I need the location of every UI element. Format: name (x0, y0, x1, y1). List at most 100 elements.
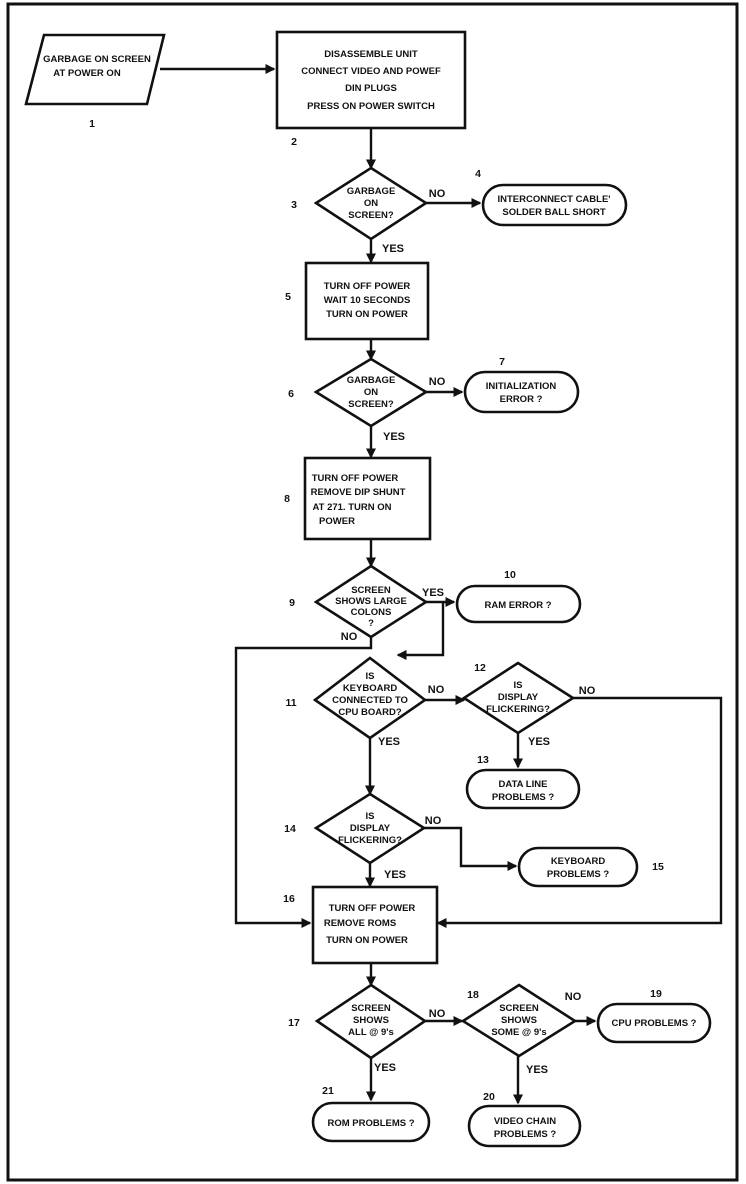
label-no-12: NO (579, 685, 596, 697)
terminal-15 (517, 846, 639, 888)
node-11-line-1: IS (366, 671, 375, 682)
node-14-line-1: IS (366, 811, 375, 822)
node-17-line-2: SHOWS (353, 1015, 389, 1026)
node-6-line-1: GARBAGE (347, 375, 396, 386)
decision-diamond-3 (313, 166, 429, 241)
step-number-14: 14 (284, 823, 296, 835)
step-number-3: 3 (291, 199, 297, 211)
node-11-line-4: CPU BOARD? (338, 707, 402, 718)
node-8-line-2: REMOVE DIP SHUNT (311, 487, 406, 498)
node-3-line-2: ON (364, 198, 378, 209)
decision-diamond-6 (313, 357, 429, 428)
node-11-line-2: KEYBOARD (343, 683, 398, 694)
terminal-19 (596, 1002, 712, 1044)
step-number-11: 11 (285, 697, 296, 709)
node-9-line-3: COLONS (351, 607, 392, 618)
process-box-2 (275, 30, 467, 130)
node-14-line-3: FLICKERING? (338, 835, 402, 846)
node-5-line-2: WAIT 10 SECONDS (324, 295, 411, 306)
node-20-line-1: VIDEO CHAIN (494, 1116, 556, 1127)
label-no-17: NO (429, 1008, 446, 1020)
start-parallelogram (24, 33, 166, 106)
edge-12-16 (436, 696, 723, 928)
step-number-13: 13 (477, 754, 489, 766)
node-2-line-3: DIN PLUGS (345, 83, 397, 94)
node-1-line-1: GARBAGE ON SCREEN (43, 54, 151, 65)
node-8-line-3: AT 271. TURN ON (312, 502, 391, 513)
label-yes-18: YES (526, 1064, 548, 1076)
node-15-line-1: KEYBOARD (551, 856, 606, 867)
node-2-line-4: PRESS ON POWER SWITCH (307, 101, 435, 112)
edge-labels: NO YES NO YES YES NO NO NO YES YES NO YE… (341, 188, 596, 1076)
node-1-line-2: AT POWER ON (53, 68, 121, 79)
label-no-18: NO (565, 991, 582, 1003)
step-number-20: 20 (483, 1091, 495, 1103)
terminal-20 (467, 1104, 582, 1148)
decision-diamond-11 (312, 656, 428, 740)
label-yes-17: YES (374, 1062, 396, 1074)
node-4-line-2: SOLDER BALL SHORT (502, 207, 605, 218)
label-yes-12: YES (528, 736, 550, 748)
node-18-line-2: SHOWS (501, 1015, 537, 1026)
step-number-6: 6 (288, 388, 294, 400)
node-21-line-1: ROM PROBLEMS ? (327, 1118, 414, 1129)
step-number-16: 16 (283, 893, 295, 905)
node-19-line-1: CPU PROBLEMS ? (612, 1018, 697, 1029)
node-9-line-1: SCREEN (351, 585, 391, 596)
node-16-line-2: REMOVE ROMS (324, 918, 396, 929)
node-4-line-1: INTERCONNECT CABLE' (497, 194, 610, 205)
label-yes-9: YES (422, 587, 444, 599)
step-number-9: 9 (289, 597, 295, 609)
step-number-10: 10 (504, 569, 516, 581)
step-number-4: 4 (475, 168, 481, 180)
node-12-line-3: FLICKERING? (486, 704, 550, 715)
node-2-line-1: DISASSEMBLE UNIT (324, 49, 418, 60)
terminal-10 (455, 584, 582, 624)
node-text: GARBAGE ON SCREEN AT POWER ON DISASSEMBL… (43, 49, 697, 1140)
terminal-4 (481, 183, 628, 227)
edge-9-11 (396, 602, 445, 660)
decision-diamond-14 (313, 792, 427, 865)
decision-diamond-12 (461, 661, 576, 735)
label-no-14: NO (425, 815, 442, 827)
node-2-line-2: CONNECT VIDEO AND POWEF (301, 66, 441, 77)
edges (160, 64, 723, 1105)
step-number-5: 5 (285, 291, 291, 303)
node-shapes (24, 30, 712, 1148)
step-number-15: 15 (652, 861, 664, 873)
page-border (6, 2, 739, 1182)
decision-diamond-17 (314, 983, 428, 1060)
node-18-line-3: SOME @ 9's (491, 1027, 546, 1038)
edge-9-16 (234, 637, 373, 928)
terminal-7 (463, 370, 580, 414)
node-13-line-1: DATA LINE (499, 779, 548, 790)
process-box-16 (311, 885, 439, 965)
step-number-1: 1 (89, 118, 95, 130)
step-number-19: 19 (650, 988, 662, 1000)
node-18-line-1: SCREEN (499, 1003, 539, 1014)
node-16-line-3: TURN ON POWER (326, 935, 408, 946)
node-10-line-1: RAM ERROR ? (484, 600, 551, 611)
node-7-line-1: INITIALIZATION (486, 381, 557, 392)
step-numbers: 1 2 3 4 5 6 7 8 9 10 11 12 13 14 15 16 1… (89, 118, 664, 1103)
node-9-line-4: ? (368, 618, 374, 629)
node-8-line-1: TURN OFF POWER (312, 473, 399, 484)
node-8-line-4: POWER (319, 516, 355, 527)
node-6-line-2: ON (364, 387, 378, 398)
node-5-line-1: TURN OFF POWER (324, 281, 411, 292)
node-6-line-3: SCREEN? (348, 399, 394, 410)
node-16-line-1: TURN OFF POWER (329, 903, 416, 914)
label-yes-6: YES (383, 431, 405, 443)
step-number-7: 7 (499, 356, 505, 368)
edge-14-15 (424, 826, 518, 871)
node-20-line-2: PROBLEMS ? (494, 1129, 556, 1140)
terminal-13 (465, 768, 581, 810)
node-15-line-2: PROBLEMS ? (547, 869, 609, 880)
step-number-2: 2 (291, 136, 297, 148)
decision-diamond-18 (460, 983, 578, 1058)
label-yes-11: YES (378, 736, 400, 748)
label-no-3: NO (429, 188, 446, 200)
label-yes-14: YES (384, 869, 406, 881)
step-number-17: 17 (288, 1017, 300, 1029)
